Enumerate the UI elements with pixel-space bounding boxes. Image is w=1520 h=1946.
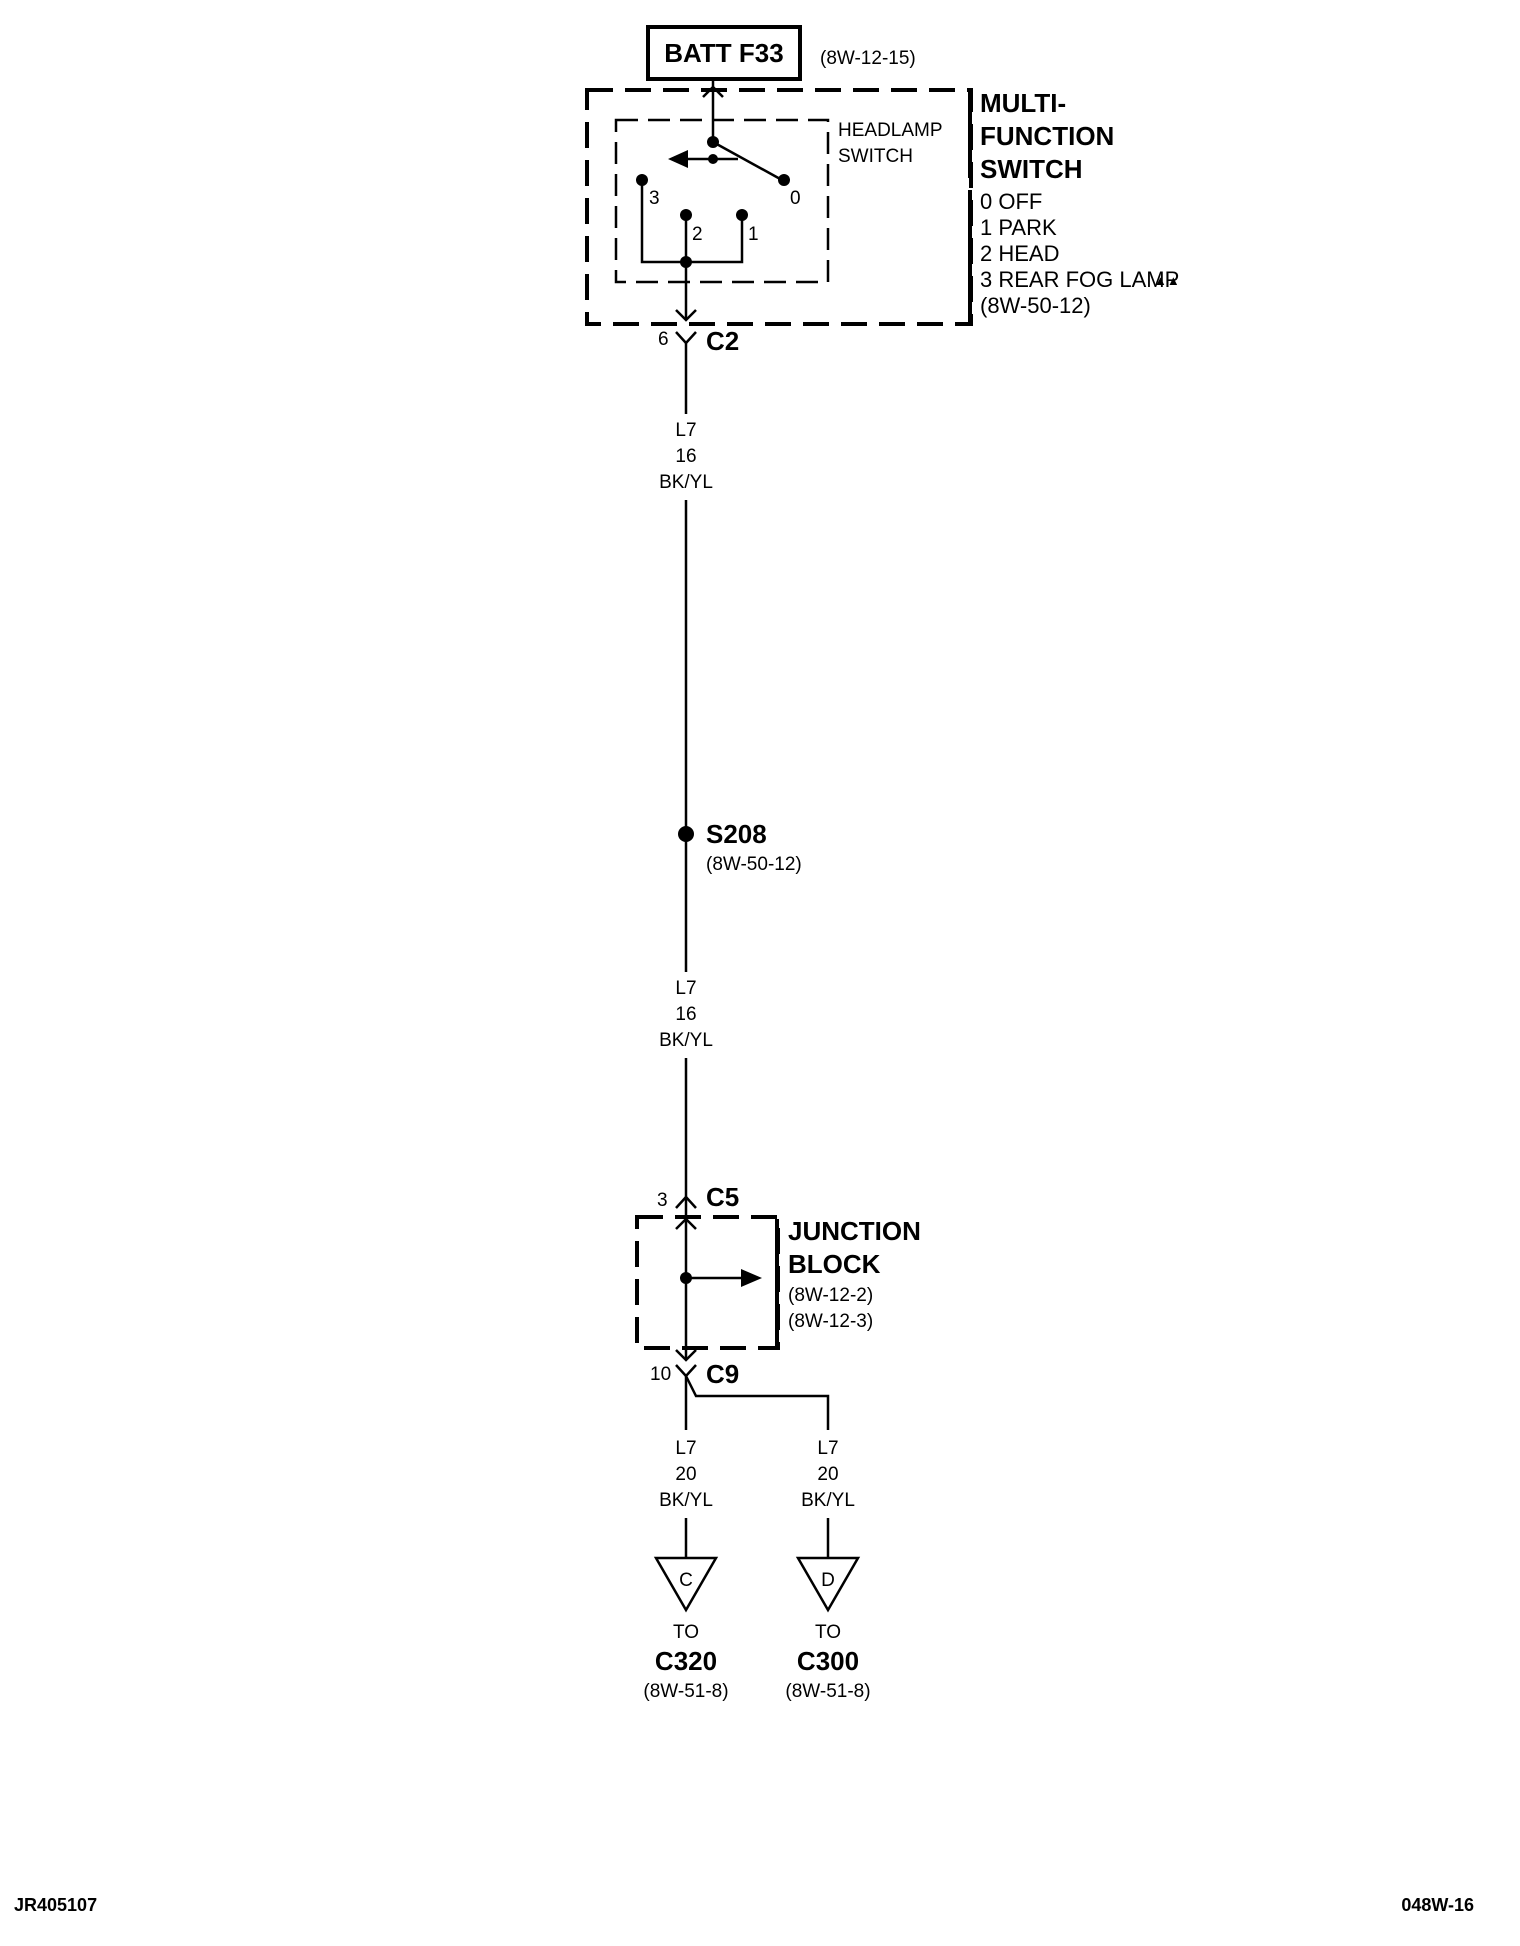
mfs-position-1: 1 PARK — [980, 215, 1057, 240]
connector-c2: 6 C2 — [658, 326, 739, 356]
contact-0 — [778, 174, 790, 186]
mfs-positions: 0 OFF 1 PARK 2 HEAD 3 REAR FOG LAMP ▲▲ (… — [980, 189, 1180, 318]
footer-left-code: JR405107 — [14, 1895, 97, 1915]
wire-label-mid: L7 16 BK/YL — [659, 978, 713, 1051]
junction-block-boundary — [635, 1215, 780, 1350]
splice-name: S208 — [706, 819, 767, 849]
down-arrow-icon — [675, 309, 697, 322]
wire-upper-circuit: L7 — [675, 420, 696, 441]
connector-c5: 3 C5 — [657, 1182, 739, 1212]
splice-ref: (8W-50-12) — [706, 854, 802, 875]
triangle-d-icon — [795, 1556, 861, 1613]
wire-right-branch — [684, 1375, 830, 1430]
wire-mid-color: BK/YL — [659, 1030, 713, 1051]
mfs-ref: (8W-50-12) — [980, 293, 1091, 318]
c5-name: C5 — [706, 1182, 739, 1212]
dest-left-name: C320 — [655, 1646, 717, 1676]
mfs-title-line-2: FUNCTION — [980, 121, 1114, 151]
wire-upper-gauge: 16 — [675, 446, 696, 467]
headlamp-label-line-2: SWITCH — [838, 146, 913, 167]
fuse-box — [646, 25, 802, 81]
wire-left-color: BK/YL — [659, 1490, 713, 1511]
headlamp-switch-boundary — [614, 118, 830, 284]
wire-left-circuit: L7 — [675, 1438, 696, 1459]
wire-upper-color: BK/YL — [659, 472, 713, 493]
wiper-junction-dot — [708, 154, 718, 164]
junction-block-internals — [675, 1208, 762, 1362]
headlamp-label-line-1: HEADLAMP — [838, 120, 943, 141]
c2-pin: 6 — [658, 329, 669, 350]
dest-right-name: C300 — [797, 1646, 859, 1676]
pin-label-2: 2 — [692, 224, 703, 245]
headlamp-switch-label: HEADLAMP SWITCH — [838, 120, 943, 167]
mfs-title-line-1: MULTI- — [980, 88, 1066, 118]
c5-connector-icon — [675, 1195, 697, 1209]
mfs-title-line-3: SWITCH — [980, 154, 1083, 184]
switch-wiper — [712, 140, 783, 182]
wire-right-color: BK/YL — [801, 1490, 855, 1511]
mfs-position-3: 3 REAR FOG LAMP — [980, 267, 1179, 292]
dest-right-letter: D — [821, 1570, 835, 1591]
c2-connector-icon — [675, 331, 697, 345]
fuse-ref: (8W-12-15) — [820, 48, 916, 69]
c2-name: C2 — [706, 326, 739, 356]
mfs-title: MULTI- FUNCTION SWITCH — [980, 88, 1114, 184]
destination-c300: D TO C300 (8W-51-8) — [785, 1556, 871, 1702]
jb-title-line-1: JUNCTION — [788, 1216, 921, 1246]
jb-ref-2: (8W-12-3) — [788, 1311, 873, 1332]
fuse-batt-f33: BATT F33 — [646, 25, 802, 81]
left-arrow-icon — [668, 150, 688, 168]
fog-marker-icon: ▲▲ — [1154, 273, 1180, 288]
up-arrow-icon — [702, 85, 724, 98]
wire-left-gauge: 20 — [675, 1464, 696, 1485]
junction-block-label: JUNCTION BLOCK (8W-12-2) (8W-12-3) — [788, 1216, 921, 1332]
dest-left-to: TO — [673, 1622, 699, 1643]
connector-c9: 10 C9 — [650, 1359, 739, 1389]
dest-left-ref: (8W-51-8) — [643, 1681, 728, 1702]
jb-ref-1: (8W-12-2) — [788, 1285, 873, 1306]
destination-c320: C TO C320 (8W-51-8) — [643, 1556, 729, 1702]
wire-label-right: L7 20 BK/YL — [801, 1438, 855, 1511]
c9-pin: 10 — [650, 1364, 671, 1385]
mfs-position-0: 0 OFF — [980, 189, 1042, 214]
fuse-label: BATT F33 — [664, 38, 783, 68]
splice-s208: S208 (8W-50-12) — [678, 819, 802, 875]
c5-pin: 3 — [657, 1190, 668, 1211]
footer-right-code: 048W-16 — [1401, 1895, 1474, 1915]
jb-down-arrow-icon — [675, 1349, 697, 1362]
headlamp-switch-mechanism: 3 2 1 0 — [636, 79, 801, 322]
c9-name: C9 — [706, 1359, 739, 1389]
wire-mid-gauge: 16 — [675, 1004, 696, 1025]
c9-connector-icon — [675, 1364, 697, 1378]
wire-label-upper: L7 16 BK/YL — [659, 420, 713, 493]
pin-label-0: 0 — [790, 188, 801, 209]
wire-right-gauge: 20 — [817, 1464, 838, 1485]
wire-mid-circuit: L7 — [675, 978, 696, 999]
dest-left-letter: C — [679, 1570, 693, 1591]
pin-label-1: 1 — [748, 224, 759, 245]
pin-label-3: 3 — [649, 188, 660, 209]
dest-right-to: TO — [815, 1622, 841, 1643]
mfs-position-2: 2 HEAD — [980, 241, 1059, 266]
wire-label-left: L7 20 BK/YL — [659, 1438, 713, 1511]
dest-right-ref: (8W-51-8) — [785, 1681, 870, 1702]
jb-title-line-2: BLOCK — [788, 1249, 881, 1279]
right-arrow-icon — [741, 1269, 762, 1287]
jb-up-arrow-icon — [675, 1217, 697, 1230]
wire-right-circuit: L7 — [817, 1438, 838, 1459]
triangle-c-icon — [653, 1556, 719, 1613]
